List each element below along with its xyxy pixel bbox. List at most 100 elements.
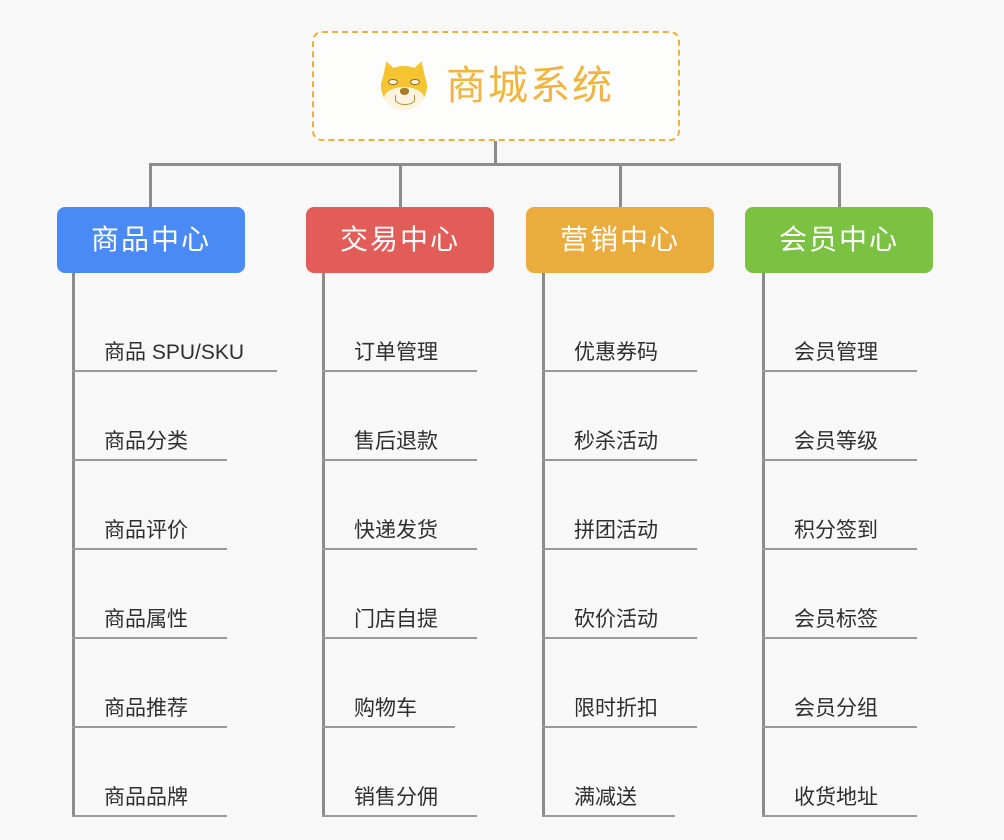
branch-card-label-4: 会员中心 (778, 224, 899, 255)
leaf-item[interactable]: 商品评价 (72, 461, 292, 550)
root-node[interactable]: 商城系统 (312, 31, 680, 141)
leaf-item[interactable]: 订单管理 (322, 283, 522, 372)
leaf-label: 商品品牌 (104, 786, 188, 809)
leaf-item[interactable]: 秒杀活动 (542, 372, 742, 461)
branch-card-label-1: 商品中心 (90, 224, 211, 255)
leaf-label: 秒杀活动 (574, 430, 658, 453)
connector-drop-3 (619, 163, 622, 208)
leaf-underline (762, 815, 917, 817)
leaf-item[interactable]: 商品推荐 (72, 639, 292, 728)
leaf-label: 积分签到 (794, 519, 878, 542)
leaf-label: 满减送 (574, 786, 637, 809)
leaf-underline (72, 726, 227, 728)
leaf-underline (72, 815, 227, 817)
branch-trunk-2 (322, 272, 325, 816)
branch-trunk-4 (762, 272, 765, 816)
dog-mouth (395, 95, 415, 105)
leaf-item[interactable]: 收货地址 (762, 728, 962, 817)
leaf-label: 拼团活动 (574, 519, 658, 542)
dog-eye-left (388, 79, 398, 85)
leaf-underline (762, 548, 917, 550)
leaf-item[interactable]: 会员标签 (762, 550, 962, 639)
branch-items-4: 会员管理 会员等级 积分签到 会员标签 会员分组 收货地址 (762, 283, 962, 817)
branch-items-3: 优惠券码 秒杀活动 拼团活动 砍价活动 限时折扣 满减送 (542, 283, 742, 817)
leaf-underline (762, 370, 917, 372)
leaf-item[interactable]: 商品分类 (72, 372, 292, 461)
branch-card-2[interactable]: 交易中心 (306, 207, 494, 273)
branch-card-1[interactable]: 商品中心 (57, 207, 245, 273)
leaf-label: 购物车 (354, 697, 417, 720)
leaf-underline (762, 459, 917, 461)
leaf-item[interactable]: 积分签到 (762, 461, 962, 550)
dog-nose (399, 88, 409, 95)
leaf-label: 会员分组 (794, 697, 878, 720)
leaf-item[interactable]: 商品品牌 (72, 728, 292, 817)
connector-drop-2 (399, 163, 402, 208)
leaf-underline (72, 637, 227, 639)
leaf-item[interactable]: 售后退款 (322, 372, 522, 461)
leaf-label: 限时折扣 (574, 697, 658, 720)
branch-items-1: 商品 SPU/SKU 商品分类 商品评价 商品属性 商品推荐 商品品牌 (72, 283, 292, 817)
leaf-underline (322, 459, 477, 461)
leaf-underline (72, 370, 277, 372)
leaf-item[interactable]: 会员分组 (762, 639, 962, 728)
leaf-item[interactable]: 优惠券码 (542, 283, 742, 372)
dog-head (381, 66, 427, 110)
leaf-underline (542, 459, 697, 461)
leaf-label: 会员等级 (794, 430, 878, 453)
connector-drop-4 (838, 163, 841, 208)
leaf-item[interactable]: 砍价活动 (542, 550, 742, 639)
dog-eye-right (410, 79, 420, 85)
leaf-item[interactable]: 商品 SPU/SKU (72, 283, 292, 372)
leaf-label: 订单管理 (354, 341, 438, 364)
leaf-item[interactable]: 拼团活动 (542, 461, 742, 550)
leaf-item[interactable]: 门店自提 (322, 550, 522, 639)
leaf-item[interactable]: 商品属性 (72, 550, 292, 639)
leaf-underline (542, 370, 697, 372)
shiba-dog-face-icon (376, 58, 432, 112)
leaf-item[interactable]: 销售分佣 (322, 728, 522, 817)
branch-card-3[interactable]: 营销中心 (526, 207, 714, 273)
leaf-label: 优惠券码 (574, 341, 658, 364)
leaf-underline (322, 637, 477, 639)
leaf-label: 会员管理 (794, 341, 878, 364)
connector-drop-1 (149, 163, 152, 208)
leaf-label: 门店自提 (354, 608, 438, 631)
leaf-item[interactable]: 会员管理 (762, 283, 962, 372)
leaf-label: 快递发货 (354, 519, 438, 542)
leaf-item[interactable]: 会员等级 (762, 372, 962, 461)
leaf-label: 商品分类 (104, 430, 188, 453)
branch-card-label-2: 交易中心 (339, 224, 460, 255)
leaf-underline (322, 370, 477, 372)
leaf-label: 商品 SPU/SKU (104, 341, 245, 364)
branch-trunk-1 (72, 272, 75, 816)
leaf-item[interactable]: 满减送 (542, 728, 742, 817)
branch-card-label-3: 营销中心 (559, 224, 680, 255)
root-title: 商城系统 (446, 64, 614, 108)
leaf-label: 销售分佣 (354, 786, 438, 809)
leaf-underline (322, 548, 477, 550)
leaf-underline (72, 548, 227, 550)
leaf-label: 收货地址 (794, 786, 878, 809)
branch-card-4[interactable]: 会员中心 (745, 207, 933, 273)
leaf-underline (542, 726, 697, 728)
leaf-underline (762, 637, 917, 639)
leaf-item[interactable]: 快递发货 (322, 461, 522, 550)
leaf-label: 砍价活动 (574, 608, 658, 631)
leaf-underline (72, 459, 227, 461)
connector-horizontal-bar (149, 163, 840, 166)
leaf-label: 售后退款 (354, 430, 438, 453)
branch-trunk-3 (542, 272, 545, 816)
leaf-item[interactable]: 购物车 (322, 639, 522, 728)
leaf-underline (542, 548, 697, 550)
leaf-label: 商品评价 (104, 519, 188, 542)
leaf-item[interactable]: 限时折扣 (542, 639, 742, 728)
leaf-underline (322, 726, 455, 728)
leaf-underline (762, 726, 917, 728)
leaf-label: 商品属性 (104, 608, 188, 631)
connector-root-stem (494, 141, 497, 165)
leaf-label: 会员标签 (794, 608, 878, 631)
leaf-underline (542, 815, 675, 817)
leaf-underline (322, 815, 477, 817)
